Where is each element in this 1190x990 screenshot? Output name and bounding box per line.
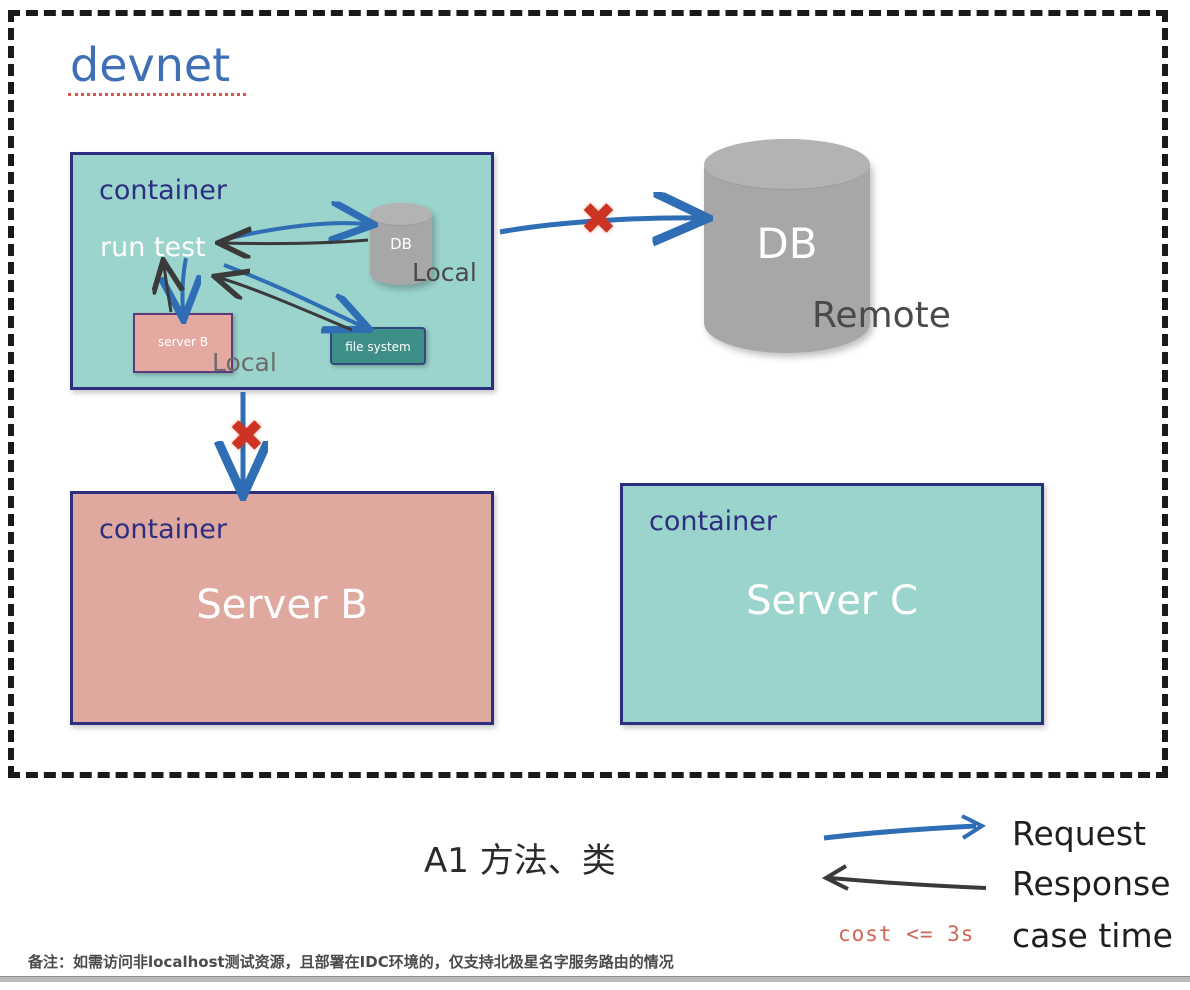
container-b-label: container [99,514,227,545]
remote-db-label: DB [756,219,818,268]
local-db-cylinder[interactable]: DB [370,203,432,285]
legend-arrow-right-blue-icon [823,814,987,841]
container-server-b-box[interactable]: container Server B [70,491,494,725]
remote-db-top [704,139,870,190]
local-db-scope-label: Local [412,258,477,287]
inner-server-b-scope-label: Local [212,348,277,377]
server-b-title: Server B [196,582,368,628]
container-server-c-box[interactable]: container Server C [620,483,1044,725]
file-system-label: file system [345,340,411,354]
local-db-label: DB [390,235,412,253]
legend-arrow-left-black-icon [821,864,987,891]
footer-divider [0,976,1190,982]
devnet-title-underline [68,93,246,96]
main-container-label: container [99,175,227,206]
devnet-title: devnet [70,38,231,92]
legend-row-response: Response [816,862,1176,910]
local-db-top [370,203,432,226]
legend-row-request: Request [816,812,1176,860]
remote-db-scope-label: Remote [812,295,951,336]
server-c-title: Server C [746,578,918,624]
inner-server-b-label: server B [157,335,209,349]
legend-label-casetime: case time [1012,916,1173,955]
remote-db-cylinder[interactable]: DB [704,139,870,353]
legend-label-request: Request [1012,814,1147,853]
container-c-label: container [649,506,777,537]
legend-cost-value: cost <= 3s [838,922,975,946]
run-test-label: run test [100,232,206,263]
legend-label-response: Response [1012,864,1171,903]
footer-note: 备注：如需访问非localhost测试资源，且部署在IDC环境的，仅支持北极星名… [28,953,674,971]
blocked-x-to-server-b: ✖ [228,411,265,462]
file-system-box[interactable]: file system [330,327,426,365]
legend: Request Response cost <= 3s case time [816,812,1176,962]
legend-row-casetime: cost <= 3s case time [816,914,1176,962]
blocked-x-to-remote-db: ✖ [580,194,617,245]
caption-a1: A1 方法、类 [424,841,616,881]
